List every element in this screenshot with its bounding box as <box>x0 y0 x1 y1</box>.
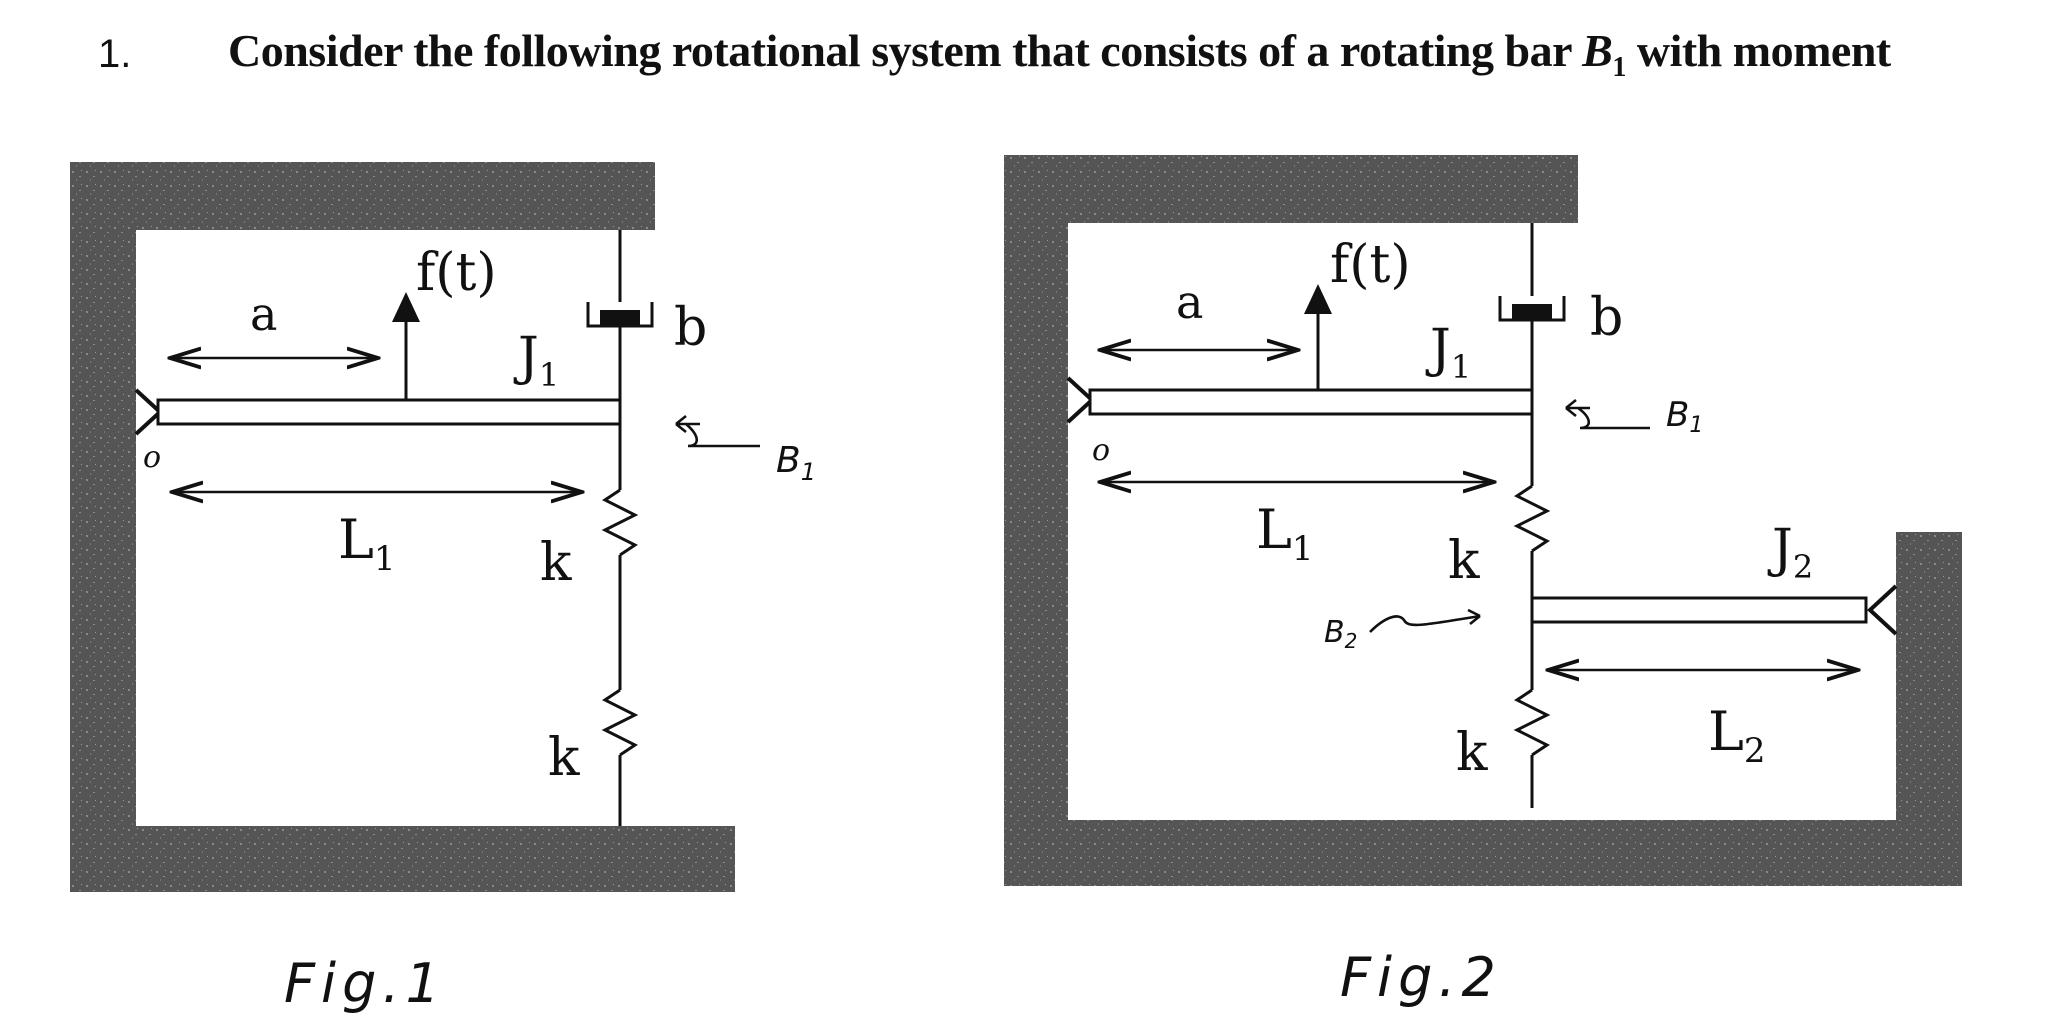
fig1-bar-annotation-label: B1 <box>776 440 816 486</box>
fig2-dimension-a-label: a <box>1176 275 1203 329</box>
fig2-pivot-label: o <box>1092 433 1110 468</box>
fig1-pivot-icon <box>134 388 163 436</box>
fig1-dimension-a-label: a <box>250 287 277 341</box>
problem-statement: 1. Consider the following rotational sys… <box>0 0 2046 110</box>
fig2-spring-upper <box>1513 484 1551 553</box>
fig1-bottom-wall <box>70 826 735 892</box>
figure-2: o b k k f(t) J1 a L1 <box>1004 155 1962 1009</box>
fig1-inertia-label: J1 <box>513 327 559 394</box>
fig2-pivot-right-icon <box>1867 584 1898 636</box>
fig1-force-arrowhead-icon <box>392 292 420 322</box>
fig1-caption: Fig.1 <box>284 952 446 1015</box>
fig2-rotating-bar-1 <box>1088 388 1534 416</box>
fig1-damper <box>586 302 654 400</box>
problem-text: Consider the following rotational system… <box>228 24 1891 84</box>
fig2-b1-annotation-label: B1 <box>1666 395 1703 438</box>
fig2-damper-label: b <box>1590 288 1623 348</box>
fig1-spring-upper <box>601 488 639 557</box>
bar-symbol: B <box>1582 25 1613 76</box>
fig2-pivot-icon <box>1066 376 1095 424</box>
fig2-rotating-bar-2 <box>1530 596 1868 624</box>
bar-subscript: 1 <box>1612 52 1626 84</box>
fig2-force-arrowhead-icon <box>1304 284 1332 314</box>
fig1-top-wall <box>70 162 655 230</box>
fig2-spring-lower <box>1513 688 1551 757</box>
fig2-inertia-1-label: J1 <box>1425 319 1471 386</box>
fig1-force-label: f(t) <box>416 243 497 303</box>
fig1-bar-annotation-arrow <box>675 414 760 448</box>
fig2-spring-upper-label: k <box>1448 531 1480 591</box>
fig1-spring-lower-label: k <box>548 728 580 788</box>
fig1-spring-upper-label: k <box>540 533 572 593</box>
fig2-spring-lower-label: k <box>1456 723 1488 783</box>
fig1-pivot-label: o <box>143 440 161 475</box>
fig2-inertia-2-label: J2 <box>1767 519 1813 586</box>
fig2-left-wall <box>1004 155 1068 885</box>
fig2-top-wall <box>1004 155 1578 223</box>
problem-number: 1. <box>98 32 132 76</box>
fig1-rotating-bar <box>156 398 622 426</box>
fig2-b2-annotation-arrow <box>1369 608 1481 633</box>
problem-text-prefix: Consider the following rotational system… <box>228 25 1583 76</box>
fig2-b2-annotation-label: B2 <box>1324 615 1357 653</box>
fig2-caption: Fig.2 <box>1340 946 1502 1009</box>
fig2-dimension-L2-label: L2 <box>1708 700 1766 771</box>
fig1-left-wall <box>70 162 136 892</box>
fig1-dimension-L1-label: L1 <box>338 508 396 579</box>
fig1-spring-lower <box>601 688 639 757</box>
figure-1: o b k k f(t) J1 a L1 B1 <box>70 162 816 1015</box>
fig2-force-label: f(t) <box>1330 235 1411 295</box>
fig2-right-wall <box>1896 532 1962 886</box>
problem-text-suffix: with moment <box>1625 25 1891 76</box>
fig2-b1-annotation-arrow <box>1565 398 1650 430</box>
fig2-damper <box>1498 296 1566 390</box>
fig2-bottom-wall <box>1004 820 1962 886</box>
fig1-damper-label: b <box>674 298 707 358</box>
fig2-dimension-L1-label: L1 <box>1256 498 1314 569</box>
